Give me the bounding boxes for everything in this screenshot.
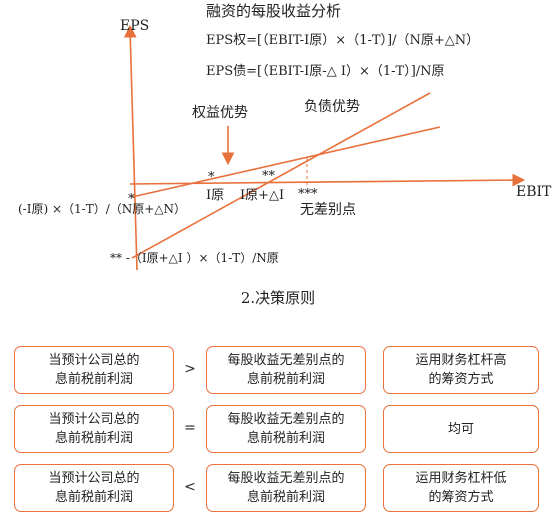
row1-left-box: 当预计公司总的 息前税前利润: [14, 346, 174, 394]
y-axis-label: EPS: [120, 18, 149, 34]
diagram-heading: 融资的每股收益分析: [206, 2, 341, 20]
row1-operator: >: [184, 361, 196, 377]
equity-advantage-label: 权益优势: [192, 105, 248, 121]
eps-ebit-diagram: 融资的每股收益分析 EPS权=[（EBIT-I原）×（1-T）]/（N原+△N）…: [18, 2, 552, 271]
row3-operator: <: [184, 479, 196, 495]
tick-i-orig: I原: [206, 188, 224, 203]
debt-advantage-label: 负债优势: [304, 99, 360, 115]
row1-right-box: 运用财务杠杆高 的筹资方式: [383, 346, 539, 394]
x-axis-label: EBIT: [516, 184, 552, 200]
decision-title: 2.决策原则: [240, 289, 316, 307]
y-axis: [123, 24, 138, 271]
row2-operator: =: [184, 420, 196, 436]
marker-single-axis: *: [128, 192, 135, 207]
row2-left-box: 当预计公司总的 息前税前利润: [14, 405, 174, 453]
formula-equity: EPS权=[（EBIT-I原）×（1-T）]/（N原+△N）: [206, 32, 479, 48]
row3-left-box: 当预计公司总的 息前税前利润: [14, 464, 174, 512]
marker-triple: ***: [298, 187, 318, 202]
row3-middle-box: 每股收益无差别点的 息前税前利润: [206, 464, 366, 512]
row2-middle-box: 每股收益无差别点的 息前税前利润: [206, 405, 366, 453]
marker-single-top: *: [208, 170, 215, 185]
equity-eps-line: [131, 126, 441, 198]
row3-right-box: 运用财务杠杆低 的筹资方式: [383, 464, 539, 512]
intercept-debt-formula: ** -（I原+△I ）×（1-T）/N原: [110, 251, 279, 265]
intercept-equity-formula: (-I原) ×（1-T）/（N原+△N）: [18, 202, 186, 216]
debt-eps-line: [131, 92, 431, 259]
break-even-label: 无差别点: [300, 202, 356, 218]
formula-debt: EPS债=[（EBIT-I原-△ I）×（1-T）]/N原: [206, 64, 445, 79]
tick-i-plus-delta: I原+△I: [240, 188, 284, 203]
row2-right-box: 均可: [383, 405, 539, 453]
row1-middle-box: 每股收益无差别点的 息前税前利润: [206, 346, 366, 394]
marker-double-top: **: [262, 169, 276, 184]
